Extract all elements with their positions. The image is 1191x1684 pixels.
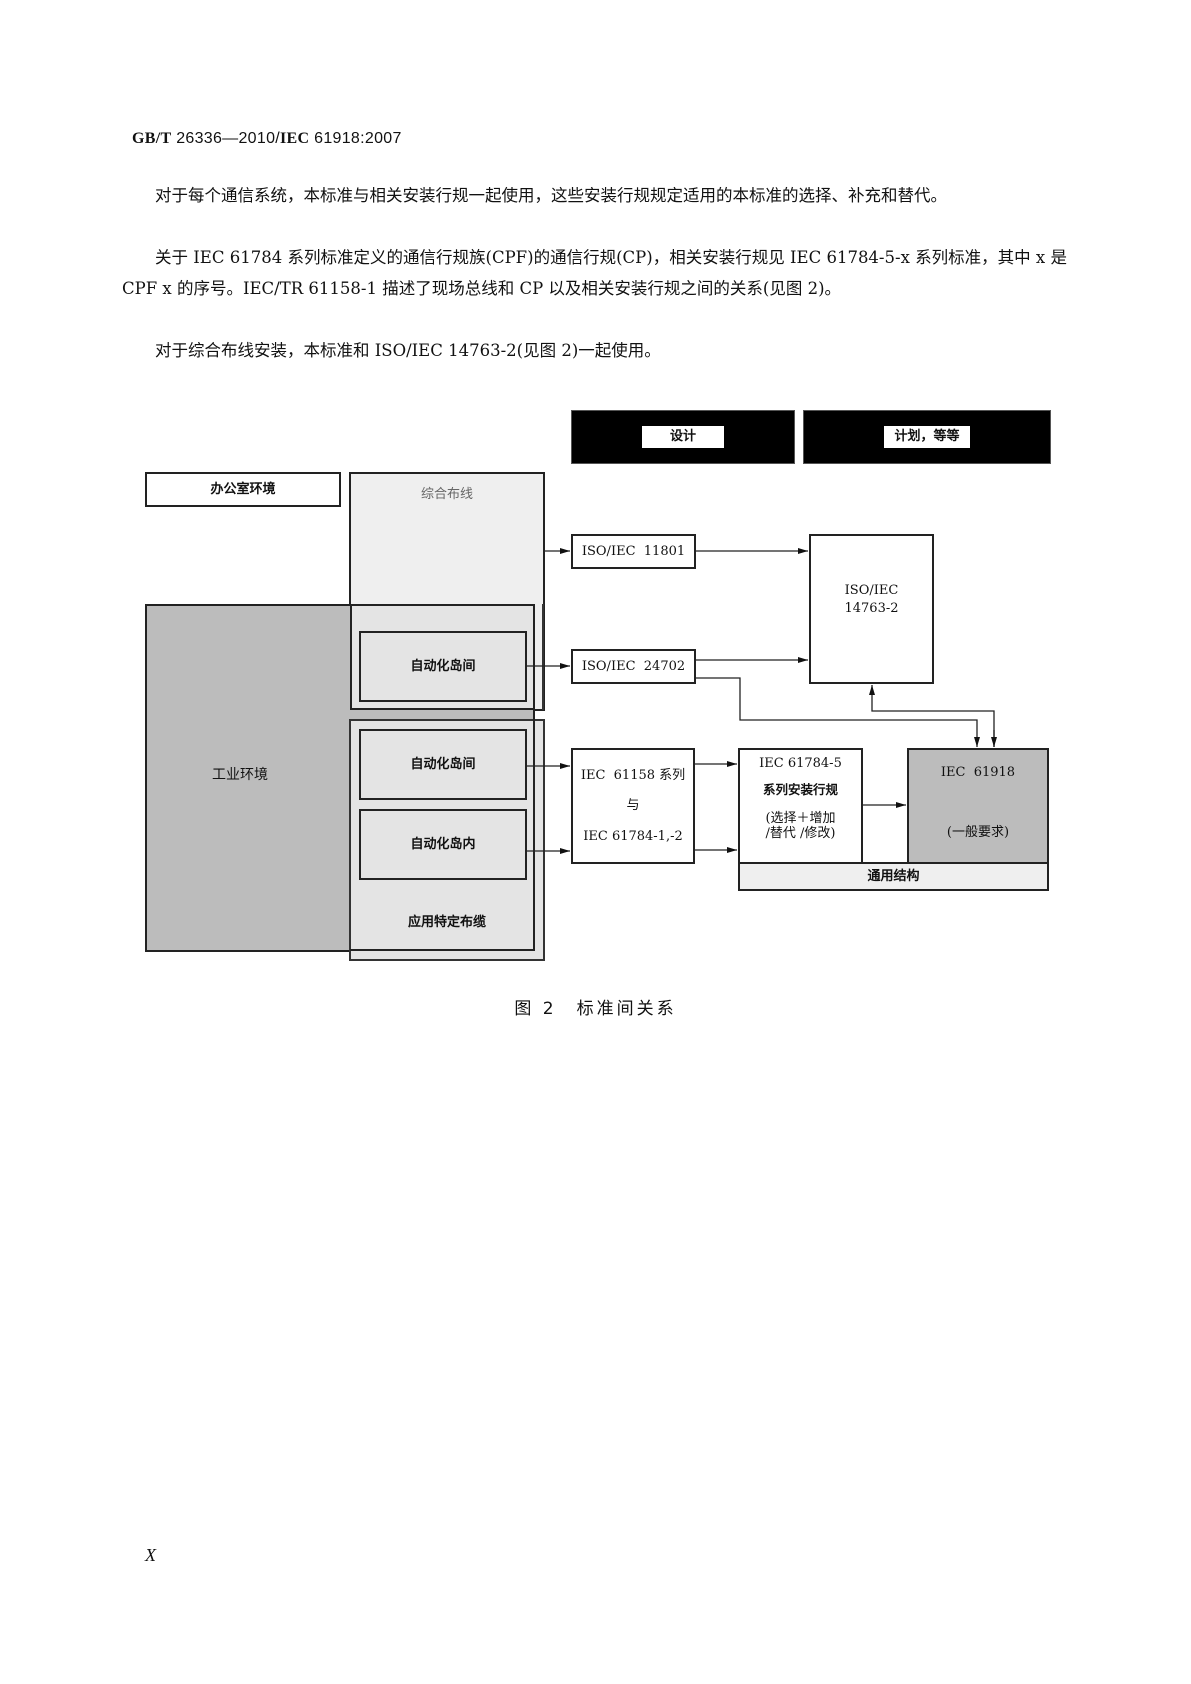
within-island-box: 自动化岛内 (359, 809, 527, 880)
paragraph-2: 关于 IEC 61784 系列标准定义的通信行规族(CPF)的通信行规(CP)，… (122, 248, 1067, 298)
paragraph-3: 对于综合布线安装，本标准和 ISO/IEC 14763-2(见图 2)一起使用。 (155, 341, 661, 360)
design-bar: 设计 (571, 410, 795, 464)
iec-61784-5-box: IEC 61784-5 系列安装行规 (选择＋增加 /替代 /修改) (738, 748, 863, 864)
standard-number: 26336—2010/ (176, 130, 281, 147)
common-structure-box: 通用结构 (738, 862, 1049, 891)
iec-prefix: IEC (280, 130, 310, 147)
standard-prefix: GB/T (132, 130, 172, 147)
between-islands-box-upper: 自动化岛间 (359, 631, 527, 702)
between-islands-box-lower: 自动化岛间 (359, 729, 527, 800)
industrial-environment-label: 工业环境 (212, 767, 268, 783)
iec-61158-box: IEC 61158 系列 与 IEC 61784-1,-2 (571, 748, 695, 864)
office-environment-box: 办公室环境 (145, 472, 341, 507)
figure-caption: 图 2 标准间关系 (514, 999, 677, 1019)
generic-cabling-label: 综合布线 (420, 487, 473, 502)
paragraph-1: 对于每个通信系统，本标准与相关安装行规一起使用，这些安装行规规定适用的本标准的选… (155, 186, 947, 205)
iso-iec-11801-box: ISO/IEC 11801 (571, 534, 696, 569)
iso-iec-14763-2-box: ISO/IEC 14763-2 (809, 534, 934, 684)
iec-number: 61918:2007 (314, 130, 402, 147)
planning-bar: 计划，等等 (803, 410, 1051, 464)
page-number: X (145, 1545, 156, 1565)
planning-label: 计划，等等 (884, 426, 970, 448)
iec-61918-box: IEC 61918 (一般要求) (907, 748, 1049, 864)
document-header: GB/T 26336—2010/IEC 61918:2007 (132, 130, 402, 148)
application-specific-cabling-label: 应用特定布缆 (407, 915, 486, 930)
design-label: 设计 (641, 426, 724, 448)
iso-iec-24702-box: ISO/IEC 24702 (571, 649, 696, 684)
